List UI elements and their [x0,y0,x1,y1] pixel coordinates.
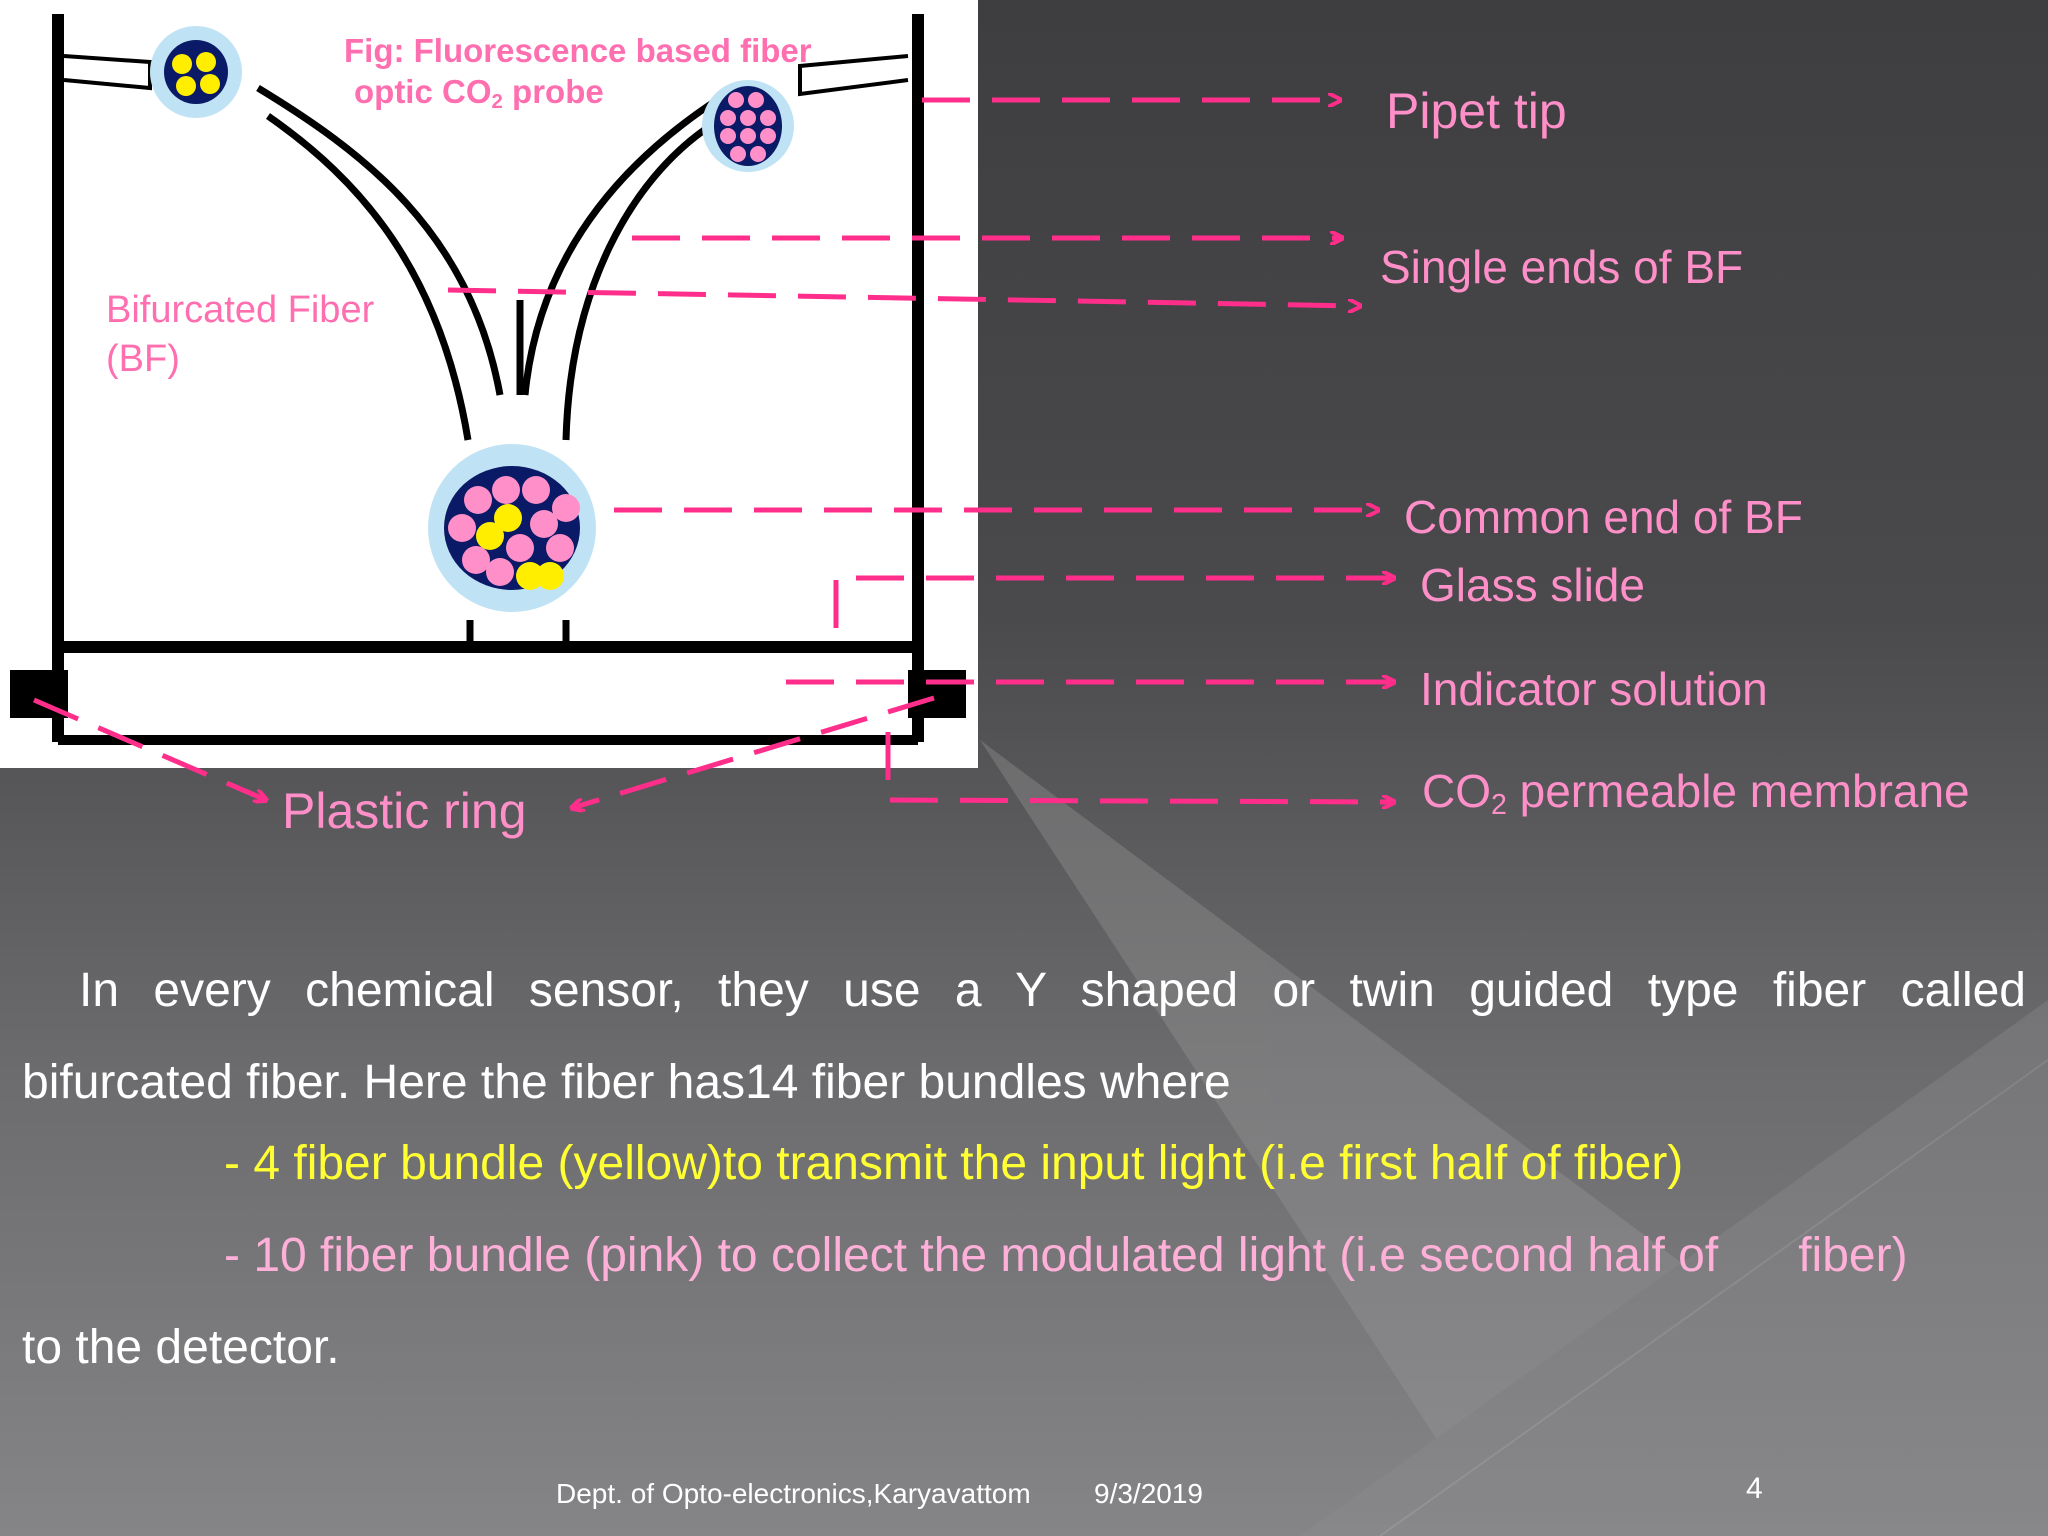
figure-title-line2: optic CO2 probe [354,73,604,114]
body-paragraph: In every chemical sensor, they use a Y s… [22,945,2026,1129]
arrow-plastic-ring-right [572,695,935,808]
body-line-5: to the detector. [22,1321,340,1374]
common-end-bundle [428,444,596,612]
footer-page-number: 4 [1746,1472,1763,1505]
pipet-tip-right [798,54,909,97]
bullet-yellow: - 4 fiber bundle (yellow)to transmit the… [224,1137,1684,1190]
arrow-membrane [885,732,1394,802]
label-membrane: CO2 permeable membrane [1422,765,1970,822]
footer-date: 9/3/2019 [1094,1478,1203,1509]
container [10,14,966,745]
bifurcated-fiber-label: Bifurcated Fiber (BF) [106,289,375,380]
arrow-single-end-2 [447,287,1360,306]
figure-title-line1: Fig: Fluorescence based fiber [344,32,812,69]
body-line-1: In every chemical sensor, they use a Y s… [79,964,2026,1017]
single-end-pink-bundle [702,80,794,172]
background-shapes [980,740,2048,1536]
label-plastic-ring: Plastic ring [282,783,527,839]
label-pipet-tip: Pipet tip [1386,83,1567,139]
label-indicator-solution: Indicator solution [1420,663,1768,715]
body-line-2: bifurcated fiber. Here the fiber has14 f… [22,1056,1231,1109]
bifurcated-fiber [256,85,722,645]
callout-arrows [33,100,1394,808]
pipet-tip-left [63,54,152,91]
label-single-ends: Single ends of BF [1380,241,1744,293]
label-common-end: Common end of BF [1404,491,1803,543]
single-end-yellow-bundle [150,26,242,118]
figure-panel [0,0,978,768]
label-glass-slide: Glass slide [1420,559,1645,611]
arrow-plastic-ring-left [33,697,266,800]
arrow-glass-slide [833,578,1394,628]
bullet-pink: - 10 fiber bundle (pink) to collect the … [224,1229,1908,1282]
footer-dept: Dept. of Opto-electronics,Karyavattom [556,1478,1031,1509]
figure-title: Fig: Fluorescence based fiber optic CO2 … [344,30,812,115]
